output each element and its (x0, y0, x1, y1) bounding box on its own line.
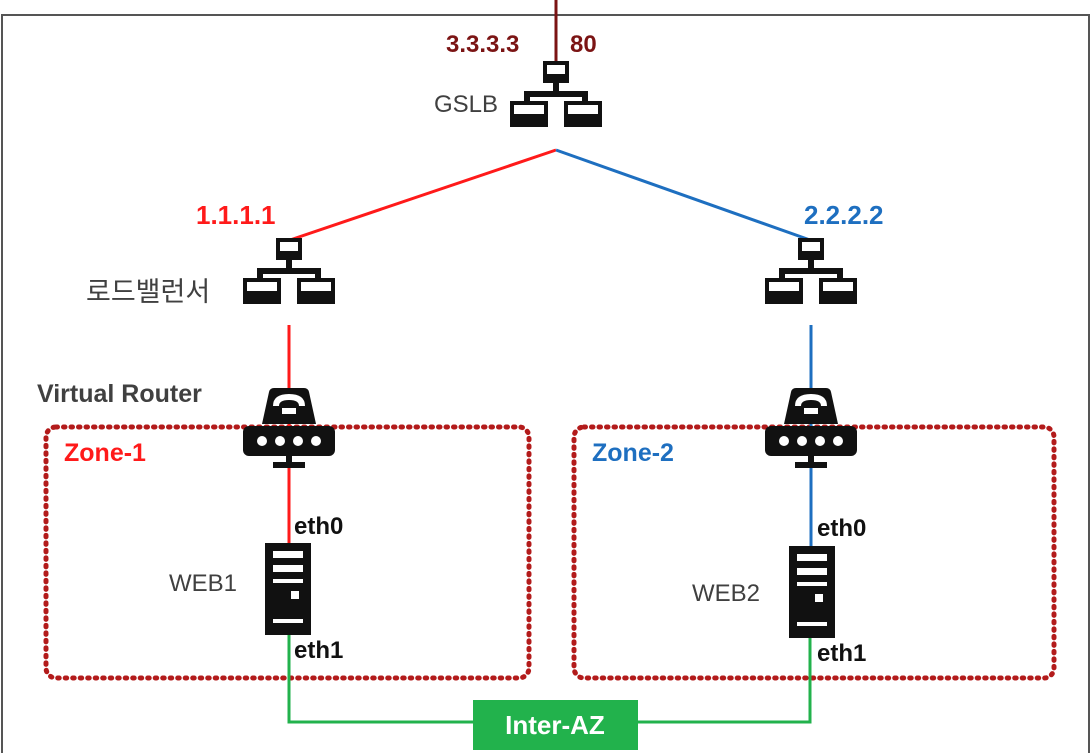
gslb-lb1-line (289, 148, 557, 242)
outer-frame (1, 14, 1090, 753)
inter-az-label: Inter-AZ (505, 710, 605, 740)
web1-eth1: eth1 (294, 637, 343, 664)
lb1-label: 로드밸런서 (86, 277, 210, 307)
web1-label: WEB1 (169, 570, 237, 597)
zone-1-label: Zone-1 (64, 439, 146, 467)
lb2-switch-icon (765, 238, 857, 304)
lb1-ip: 1.1.1.1 (196, 200, 276, 230)
web1-server-icon (265, 543, 311, 635)
zone1-router-icon (243, 388, 335, 468)
inter-az-badge (473, 700, 638, 750)
zone-2-label: Zone-2 (592, 439, 674, 467)
lb1-switch-icon (243, 238, 335, 304)
zone2-router-icon (765, 388, 857, 468)
web2-eth1: eth1 (817, 640, 866, 667)
gslb-switch-icon (510, 61, 602, 127)
web2-server-icon (789, 546, 835, 638)
gslb-ip: 3.3.3.3 (446, 31, 519, 58)
gslb-port: 80 (570, 31, 597, 58)
gslb-label: GSLB (434, 91, 498, 118)
web2-label: WEB2 (692, 580, 760, 607)
lb2-ip: 2.2.2.2 (804, 200, 884, 230)
web1-eth0: eth0 (294, 513, 343, 540)
web2-eth0: eth0 (817, 515, 866, 542)
gslb-lb2-line (555, 148, 811, 242)
virtual-router-label: Virtual Router (37, 380, 202, 408)
